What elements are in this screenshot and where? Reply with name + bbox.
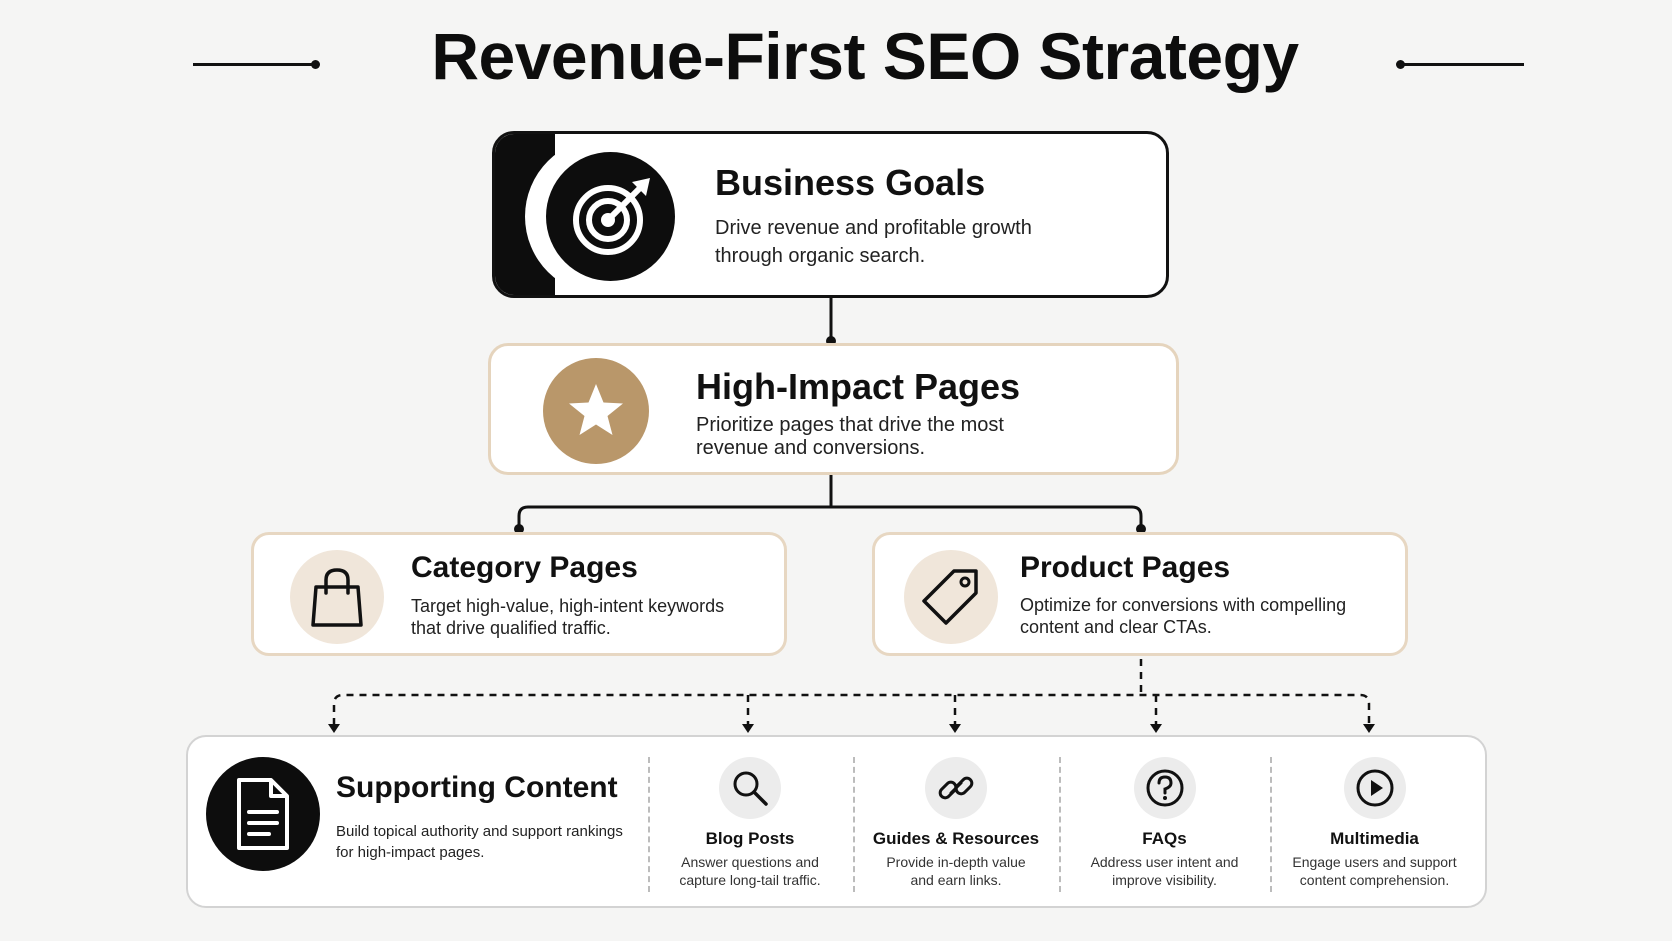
target-arrow-icon xyxy=(546,152,675,281)
supporting-content-card: Supporting Content Build topical authori… xyxy=(186,735,1487,908)
supporting-item-title: Multimedia xyxy=(1330,829,1419,848)
title-rule-left xyxy=(193,63,315,66)
business-goals-desc: Drive revenue and profitable growth thro… xyxy=(715,217,1032,267)
high-impact-desc: Prioritize pages that drive the most rev… xyxy=(696,414,1004,459)
supporting-item-title: Blog Posts xyxy=(705,829,795,848)
divider xyxy=(1270,757,1272,892)
category-pages-card: Category Pages Target high-value, high-i… xyxy=(251,532,787,656)
category-pages-desc: Target high-value, high-intent keywords … xyxy=(411,596,725,638)
business-goals-card: Business Goals Drive revenue and profita… xyxy=(492,131,1169,298)
product-pages-title: Product Pages xyxy=(1020,551,1231,584)
page-title: Revenue-First SEO Strategy xyxy=(431,19,1299,93)
link-icon xyxy=(925,757,987,819)
title-rule-right-dot xyxy=(1396,60,1405,69)
category-pages-title: Category Pages xyxy=(411,551,638,584)
supporting-item-multimedia: Multimedia Engage users and support cont… xyxy=(1272,757,1477,889)
supporting-item-desc: Address user intent and improve visibili… xyxy=(1090,854,1239,889)
supporting-item-guides: Guides & Resources Provide in-depth valu… xyxy=(855,757,1057,889)
supporting-item-desc: Engage users and support content compreh… xyxy=(1292,854,1457,889)
play-icon xyxy=(1343,757,1406,819)
supporting-item-blog-posts: Blog Posts Answer questions and capture … xyxy=(650,757,850,889)
product-pages-desc: Optimize for conversions with compelling… xyxy=(1020,595,1347,637)
divider xyxy=(1059,757,1061,892)
question-icon xyxy=(1133,757,1196,819)
supporting-item-desc: Provide in-depth value and earn links. xyxy=(886,854,1026,889)
supporting-content-desc: Build topical authority and support rank… xyxy=(336,823,623,861)
high-impact-card: High-Impact Pages Prioritize pages that … xyxy=(488,343,1179,475)
high-impact-title: High-Impact Pages xyxy=(696,366,1021,407)
supporting-item-title: Guides & Resources xyxy=(872,829,1040,848)
supporting-item-title: FAQs xyxy=(1142,829,1187,848)
star-icon xyxy=(543,358,649,464)
product-pages-card: Product Pages Optimize for conversions w… xyxy=(872,532,1408,656)
supporting-item-faqs: FAQs Address user intent and improve vis… xyxy=(1061,757,1268,889)
document-icon xyxy=(206,757,320,871)
divider xyxy=(853,757,855,892)
divider xyxy=(648,757,650,892)
shopping-bag-icon xyxy=(290,550,384,644)
title-rule-left-dot xyxy=(311,60,320,69)
magnifier-icon xyxy=(719,757,781,819)
business-goals-title: Business Goals xyxy=(715,162,986,203)
supporting-item-desc: Answer questions and capture long-tail t… xyxy=(679,854,821,889)
supporting-content-title: Supporting Content xyxy=(336,771,618,804)
price-tag-icon xyxy=(904,550,998,644)
title-rule-right xyxy=(1400,63,1524,66)
